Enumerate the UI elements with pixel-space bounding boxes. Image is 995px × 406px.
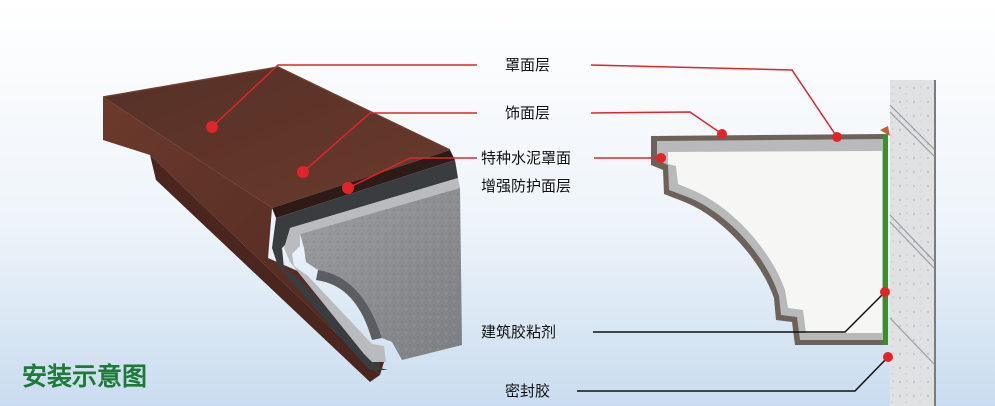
diagram-title: 安装示意图 <box>22 362 147 391</box>
marker-finish-right <box>717 129 727 139</box>
label-special-cement: 特种水泥罩面 <box>481 149 571 167</box>
cornice-cross-section <box>651 80 936 406</box>
cornice-3d-model <box>102 66 462 382</box>
labels: 罩面层 饰面层 特种水泥罩面 增强防护面层 建筑胶粘剂 密封胶 <box>481 56 571 400</box>
marker-cement-left <box>342 182 354 194</box>
label-cover-layer: 罩面层 <box>505 56 550 74</box>
marker-adhesive <box>880 287 890 297</box>
marker-cover-right <box>832 132 842 142</box>
marker-cover-left <box>206 121 218 133</box>
marker-cement-right <box>656 153 666 163</box>
marker-finish-left <box>297 166 309 178</box>
marker-dots <box>206 121 893 362</box>
adhesive-strip <box>883 134 888 345</box>
label-reinforced-layer: 增强防护面层 <box>481 177 571 195</box>
label-sealant: 密封胶 <box>505 382 550 400</box>
leader-lines <box>211 64 889 392</box>
marker-sealant <box>883 352 893 362</box>
label-finish-layer: 饰面层 <box>505 104 550 122</box>
label-adhesive: 建筑胶粘剂 <box>481 323 556 341</box>
